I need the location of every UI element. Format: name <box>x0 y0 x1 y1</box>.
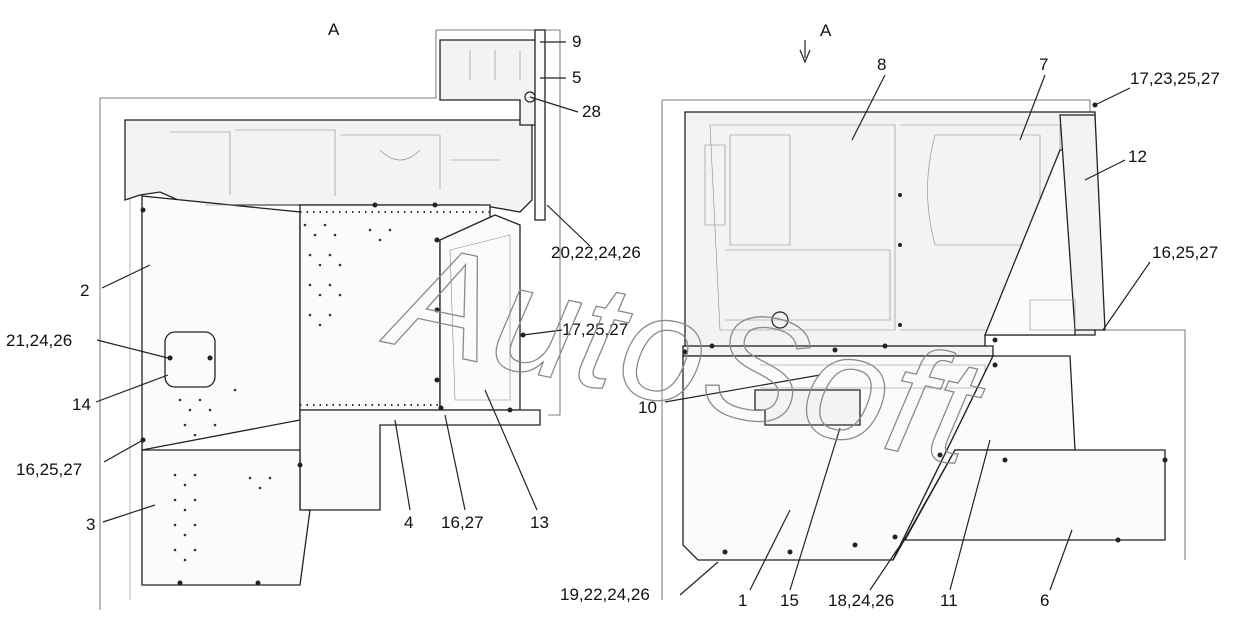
left-view-letter: A <box>328 20 340 39</box>
panel-12-bracket <box>1029 299 1076 331</box>
panel-12-side <box>1059 114 1106 331</box>
callout-9: 9 <box>572 32 581 51</box>
upper-console <box>124 110 533 213</box>
callout-17-23-25-27: 17,23,25,27 <box>1130 69 1220 88</box>
callout-5: 5 <box>572 68 581 87</box>
panel-3 <box>141 449 311 586</box>
callout-10: 10 <box>638 398 657 417</box>
tray-15 <box>754 389 861 426</box>
leaders-right <box>664 40 1151 596</box>
callout-18-24-26: 18,24,26 <box>828 591 894 610</box>
callout-2: 2 <box>80 281 89 300</box>
panel-2 <box>141 195 301 451</box>
bracket-9 <box>439 39 541 126</box>
bracket-vents <box>469 50 521 80</box>
callout-7: 7 <box>1039 55 1048 74</box>
panel-6 <box>903 449 1166 541</box>
callout-1: 1 <box>738 591 747 610</box>
round-port <box>771 311 789 329</box>
callout-14: 14 <box>72 395 91 414</box>
callout-20-22-24-26: 20,22,24,26 <box>551 243 641 262</box>
right-view-letter: A <box>820 21 832 40</box>
bolts-left <box>140 202 526 586</box>
callout-12: 12 <box>1128 147 1147 166</box>
panel-13 <box>439 214 521 411</box>
compartment-8 <box>709 124 896 331</box>
left-cab-outline <box>100 29 561 416</box>
fixing-28 <box>524 91 536 103</box>
callout-15: 15 <box>780 591 799 610</box>
callout-13: 13 <box>530 513 549 532</box>
post-5 <box>534 29 546 221</box>
callout-16-25-27-left: 16,25,27 <box>16 460 82 479</box>
callout-6: 6 <box>1040 591 1049 610</box>
callout-28: 28 <box>582 102 601 121</box>
compartment-8-inner <box>725 134 891 321</box>
callout-11: 11 <box>940 591 958 610</box>
callout-21-24-26: 21,24,26 <box>6 331 72 350</box>
callout-17-25-27-left: 17,25,27 <box>562 320 628 339</box>
callout-16-27: 16,27 <box>441 513 484 532</box>
callout-3: 3 <box>86 515 95 534</box>
side-handle <box>704 144 726 226</box>
callout-4: 4 <box>404 513 413 532</box>
leaders-left <box>95 41 591 523</box>
hatch-14 <box>164 331 216 388</box>
right-view: A 8 7 17,23,25,27 12 16,25,27 10 19,22,2… <box>560 21 1220 610</box>
console-details <box>170 129 441 196</box>
floor-plate <box>299 409 541 511</box>
right-cab-top <box>662 99 1091 112</box>
callout-16-25-27-right: 16,25,27 <box>1152 243 1218 262</box>
console-curves <box>379 149 500 161</box>
left-view: A 9 5 28 2 21,24,26 14 16,25,27 3 4 16,2… <box>6 20 641 610</box>
callout-8: 8 <box>877 55 886 74</box>
panel-13-inner <box>449 234 511 401</box>
perforations-left <box>173 223 392 562</box>
callout-19-22-24-26: 19,22,24,26 <box>560 585 650 604</box>
compartment-7-inner <box>927 134 1041 246</box>
